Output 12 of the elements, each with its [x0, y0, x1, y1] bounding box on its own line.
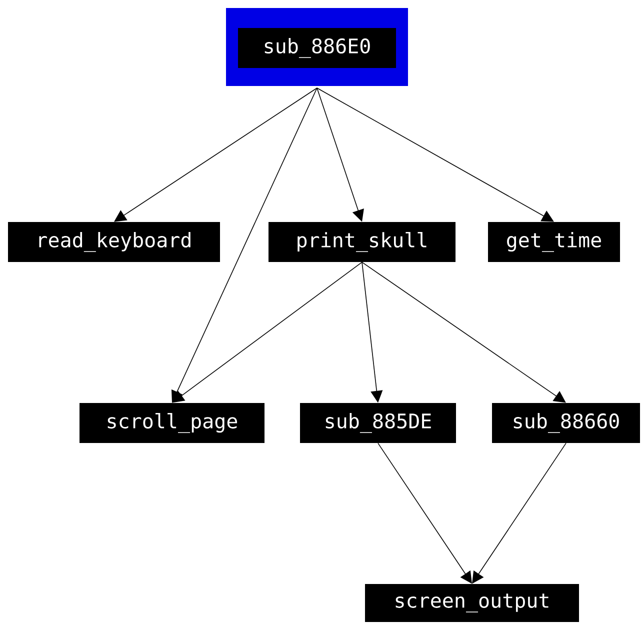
function-box: sub_886E0	[226, 8, 408, 86]
arrow	[362, 262, 566, 403]
arrow	[316, 88, 554, 222]
function-box: read_keyboard	[8, 222, 220, 262]
function-box: sub_88660	[492, 403, 640, 443]
function-box: scroll_page	[80, 403, 264, 443]
function-box: screen_output	[365, 584, 579, 622]
function-box: get_time	[488, 222, 620, 262]
arrow	[114, 88, 318, 222]
arrow	[172, 262, 362, 403]
function-box: sub_885DE	[300, 403, 456, 443]
function-box: print_skull	[268, 222, 456, 262]
